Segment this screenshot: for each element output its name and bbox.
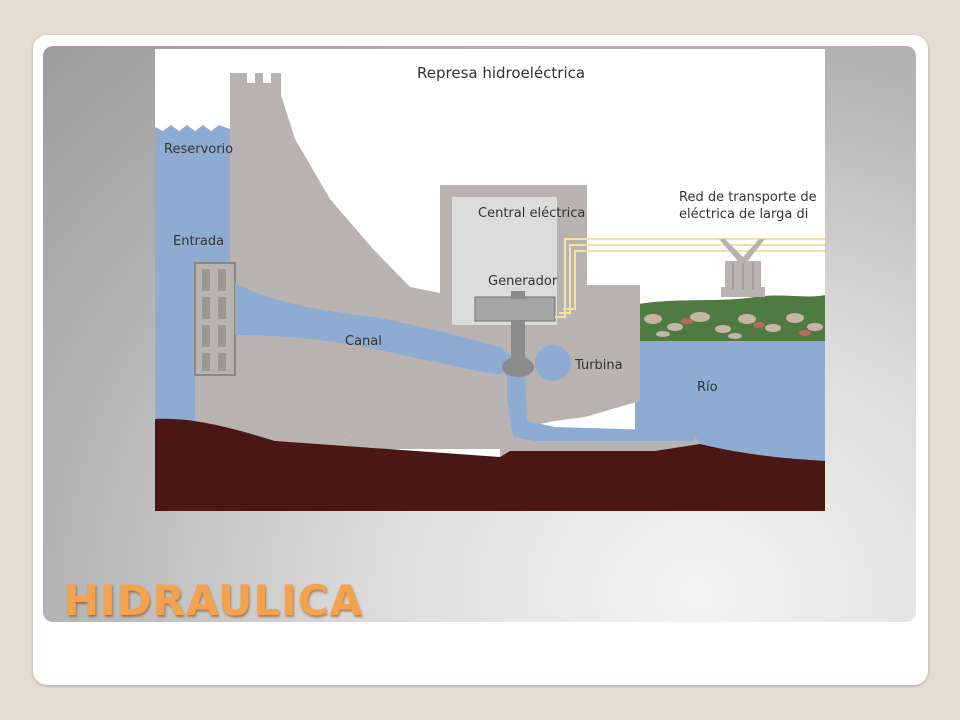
intake-slots [202,269,226,371]
slide-title: HIDRAULICA [64,576,364,625]
dam-base [195,349,500,449]
label-transmission-2: eléctrica de larga di [679,207,808,222]
bank-red-stones [681,318,811,336]
turbine-chamber [535,345,571,381]
label-powerhouse: Central eléctrica [478,206,585,221]
generator-housing [474,296,556,322]
label-canal: Canal [345,334,382,349]
label-river: Río [697,380,718,395]
label-generator: Generador [488,274,558,289]
intake-gate [194,262,236,376]
ground [155,418,825,511]
label-reservoir: Reservorio [164,142,233,157]
label-transmission-1: Red de transporte de [679,190,817,205]
label-turbine: Turbina [574,358,623,373]
penstock-canal [235,283,515,375]
draft-tube [507,367,695,441]
diagram-title: Represa hidroeléctrica [417,64,585,82]
label-intake: Entrada [173,234,224,249]
generator-top [511,291,525,299]
turbine-runner [502,357,534,377]
transmission-wires [555,238,825,318]
generator-shaft [511,321,525,363]
hydroelectric-dam-diagram: Represa hidroeléctrica Reservorio Entrad… [155,49,825,511]
bank-stones [644,312,823,339]
transformer [719,239,765,297]
